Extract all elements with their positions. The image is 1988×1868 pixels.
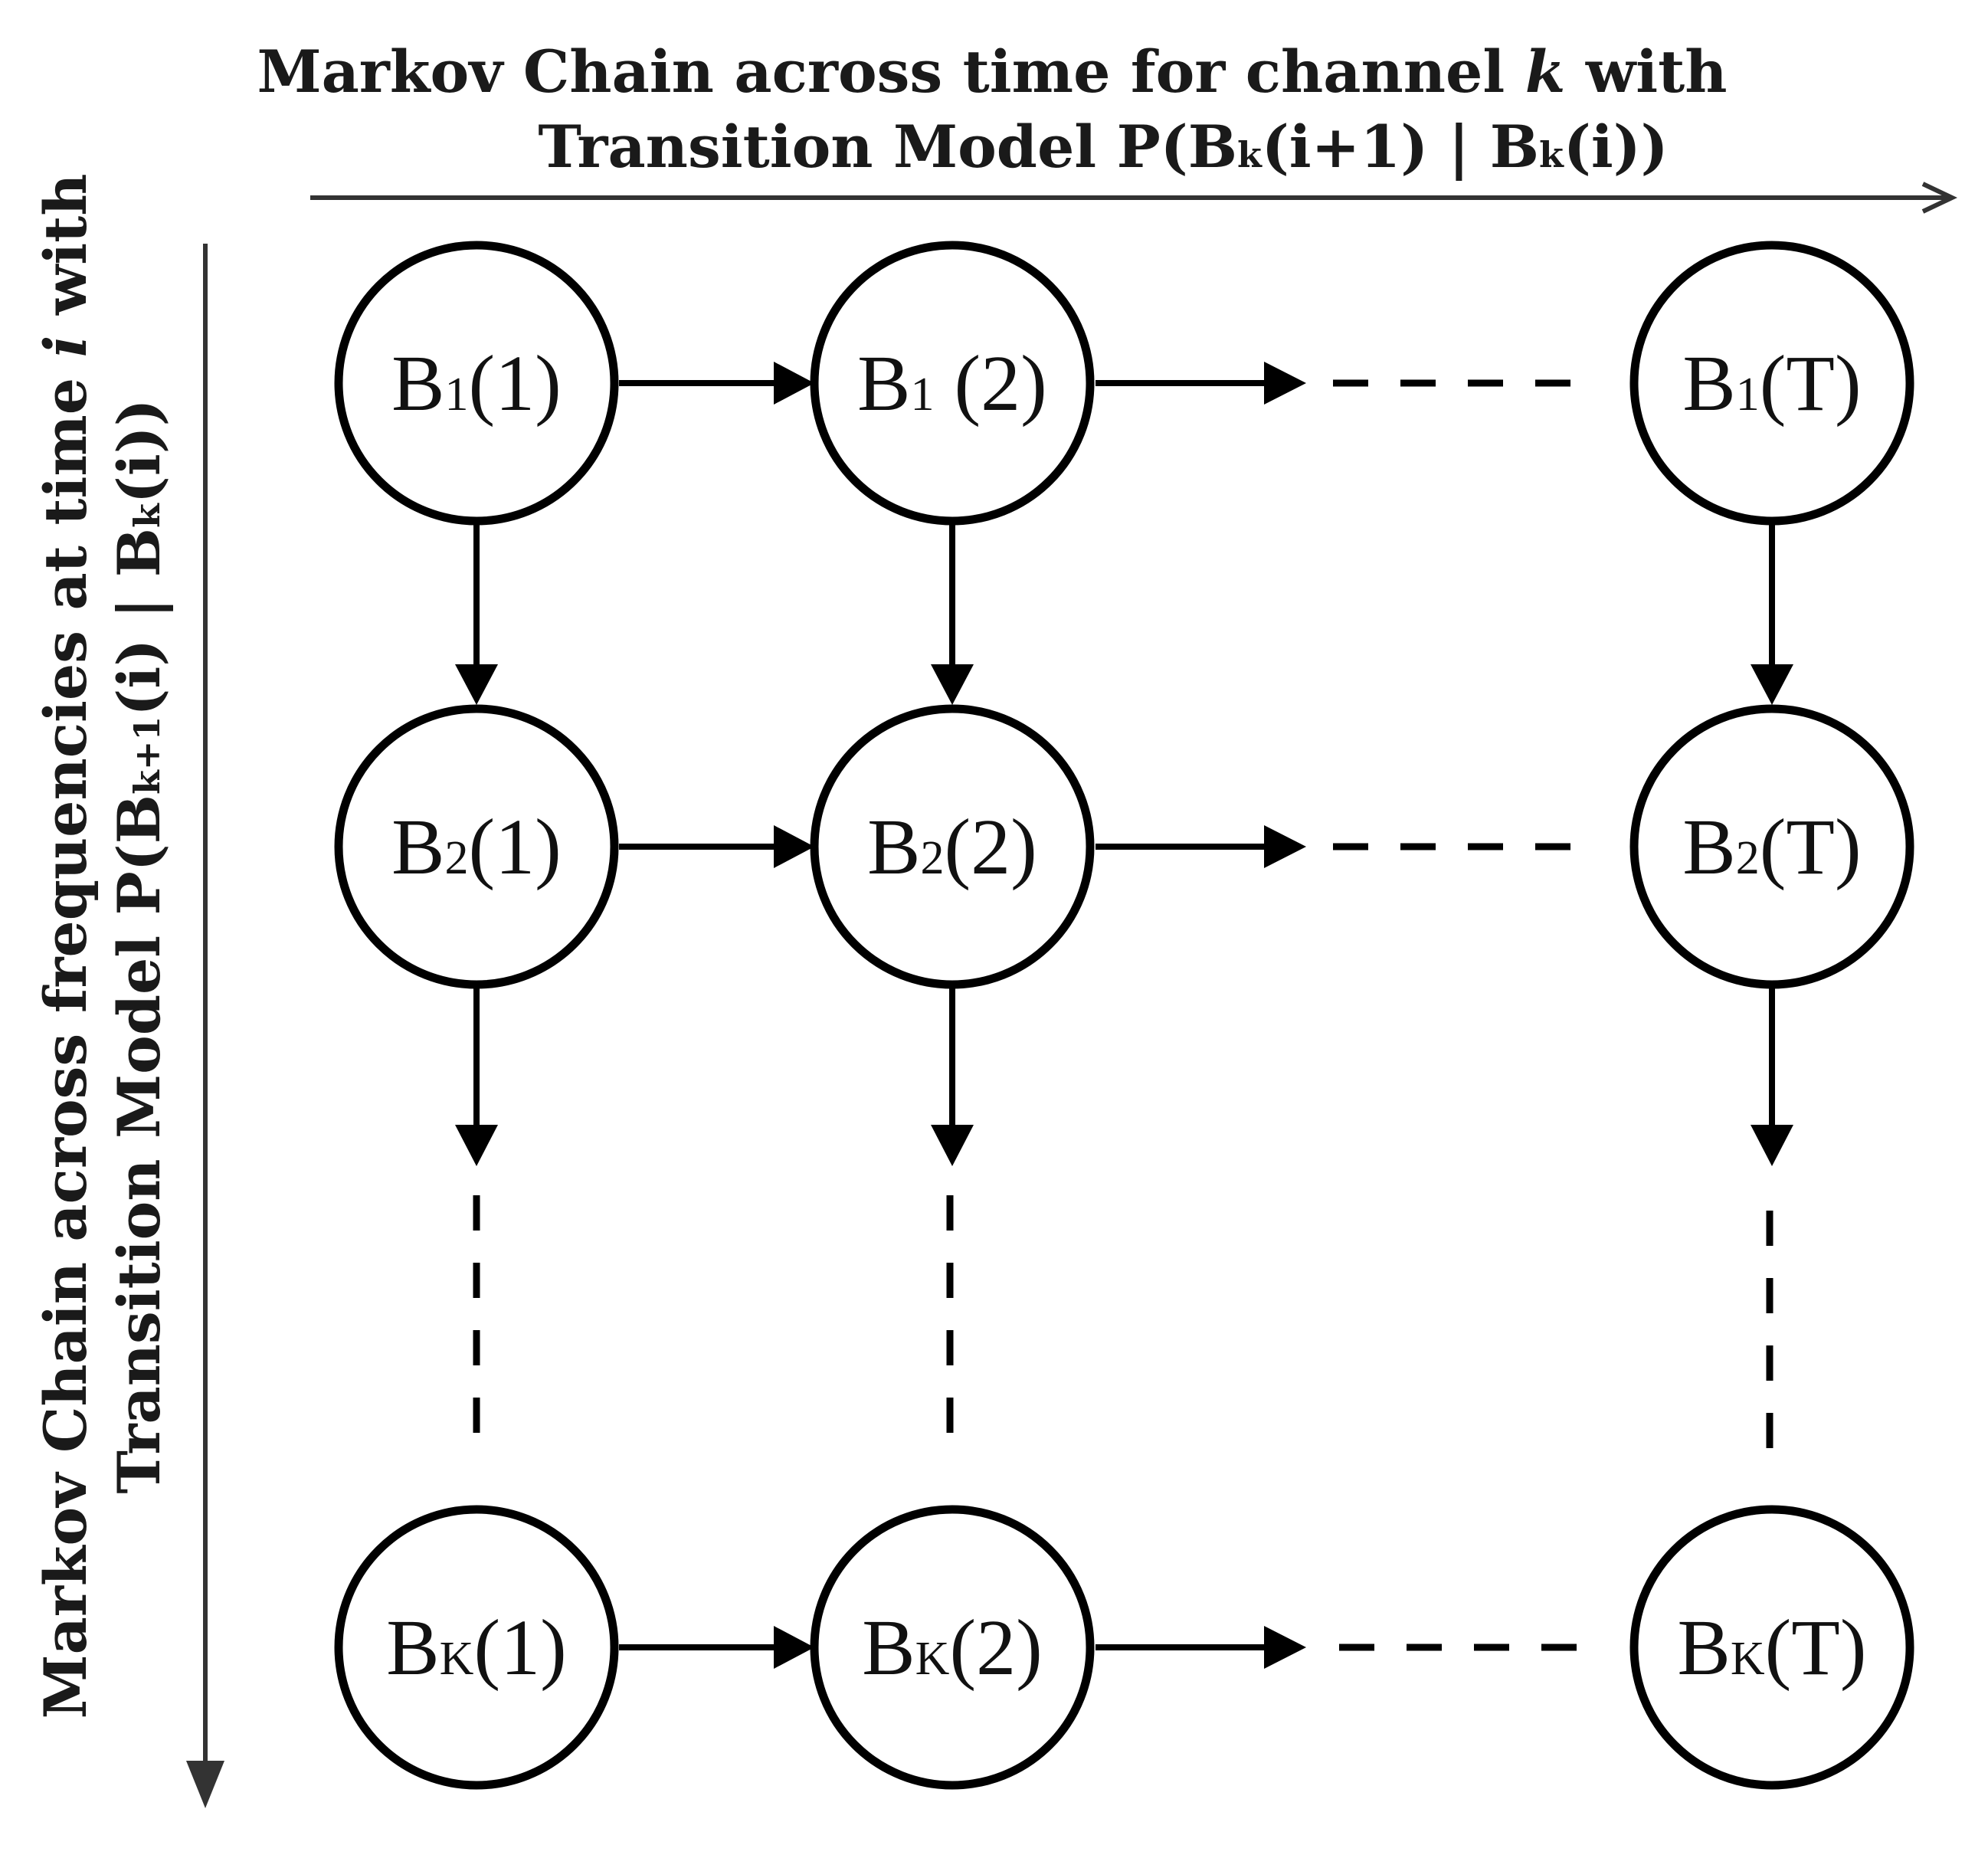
top-axis-title-line2: Transition Model P(Bk(i+1) | Bk(i)): [538, 113, 1668, 182]
arrowhead-c1-r1-r2: [455, 664, 498, 705]
node-label-r3c1: BK(1): [386, 1604, 566, 1692]
left-axis-title-line2: Transition Model P(Bk+1(i) | Bk(i)): [105, 398, 174, 1493]
node-r2c2: B2(2): [810, 704, 1095, 989]
arrowhead-c1-r2-dots: [455, 1125, 498, 1166]
left-axis-title-line1: Markov Chain across frequencies at time …: [31, 173, 100, 1719]
node-label-r2c3: B2(T): [1682, 803, 1861, 891]
node-r2c1: B2(1): [334, 704, 619, 989]
node-label-r1c3: B1(T): [1682, 339, 1861, 428]
node-r3c1: BK(1): [334, 1505, 619, 1790]
left-axis-title-group: Markov Chain across frequencies at time …: [31, 173, 100, 1719]
arrowhead-c2-r2-dots: [931, 1125, 974, 1166]
arrowhead-r1-c1-c2: [774, 362, 814, 405]
node-r1c1: B1(1): [334, 241, 619, 526]
node-label-r2c1: B2(1): [391, 803, 562, 891]
arrowhead-r2-c1-c2: [774, 825, 814, 868]
time-axis-arrow: [310, 182, 1958, 214]
node-r1c2: B1 (2): [810, 241, 1095, 526]
arrowhead-c2-r1-r2: [931, 664, 974, 705]
node-r3c2: BK(2): [810, 1505, 1095, 1790]
horizontal-edges: [619, 362, 1601, 1669]
top-axis-title-line1: Markov Chain across time for channel k w…: [257, 38, 1727, 106]
node-label-r1c1: B1(1): [391, 339, 562, 428]
node-r2c3: B2(T): [1629, 704, 1914, 989]
left-axis-title-group-2: Transition Model P(Bk+1(i) | Bk(i)): [105, 398, 174, 1493]
arrowhead-r3-c2-dots: [1264, 1626, 1306, 1669]
node-label-r2c2: B2(2): [867, 803, 1037, 891]
frequency-axis-arrow: [186, 244, 224, 1808]
arrowhead-r2-c2-dots: [1264, 825, 1306, 868]
vertical-edges: [455, 525, 1793, 1471]
arrowhead-r1-c2-dots: [1264, 362, 1306, 405]
node-label-r3c2: BK(2): [862, 1604, 1042, 1692]
node-r1c3: B1(T): [1629, 241, 1914, 526]
arrowhead-c3-r2-dots: [1751, 1125, 1793, 1166]
node-label-r3c3: BK(T): [1678, 1604, 1867, 1692]
node-r3c3: BK(T): [1629, 1505, 1914, 1790]
arrowhead-r3-c1-c2: [774, 1626, 814, 1669]
arrowhead-c3-r1-r2: [1751, 664, 1793, 705]
node-label-r1c2: B1 (2): [857, 339, 1047, 428]
